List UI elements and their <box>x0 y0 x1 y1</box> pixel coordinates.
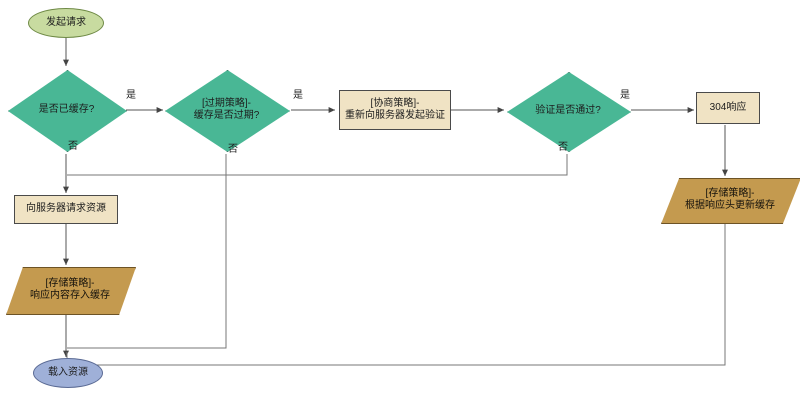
node-is-cached[interactable]: 是否已缓存? <box>8 70 127 152</box>
node-load-resource[interactable]: 载入资源 <box>33 358 103 388</box>
node-resp-304[interactable]: 304响应 <box>696 92 760 124</box>
parallelogram-shape <box>6 267 136 315</box>
node-is-expired[interactable]: [过期策略]- 缓存是否过期? <box>165 70 290 152</box>
diamond-shape <box>8 70 127 152</box>
node-update-cache[interactable]: [存储策略]- 根据响应头更新缓存 <box>661 178 800 224</box>
node-revalidate[interactable]: [协商策略]- 重新向服务器发起验证 <box>339 90 451 130</box>
edge-is-expired-no <box>67 154 227 349</box>
edge-validate-no <box>67 154 568 176</box>
node-validate-pass[interactable]: 验证是否通过? <box>507 72 631 152</box>
diamond-shape <box>507 72 631 152</box>
edge-update-cache-to-load <box>66 222 726 366</box>
node-load-resource-label: 载入资源 <box>48 366 88 378</box>
diamond-shape <box>165 70 290 152</box>
node-store-cache[interactable]: [存储策略]- 响应内容存入缓存 <box>6 267 136 315</box>
node-request-server-label: 向服务器请求资源 <box>26 203 106 215</box>
node-start-label: 发起请求 <box>46 16 86 28</box>
node-request-server[interactable]: 向服务器请求资源 <box>14 195 118 224</box>
parallelogram-shape <box>661 178 800 224</box>
node-start[interactable]: 发起请求 <box>28 8 104 38</box>
node-resp-304-label: 304响应 <box>709 101 747 113</box>
node-revalidate-label: [协商策略]- 重新向服务器发起验证 <box>345 97 445 122</box>
